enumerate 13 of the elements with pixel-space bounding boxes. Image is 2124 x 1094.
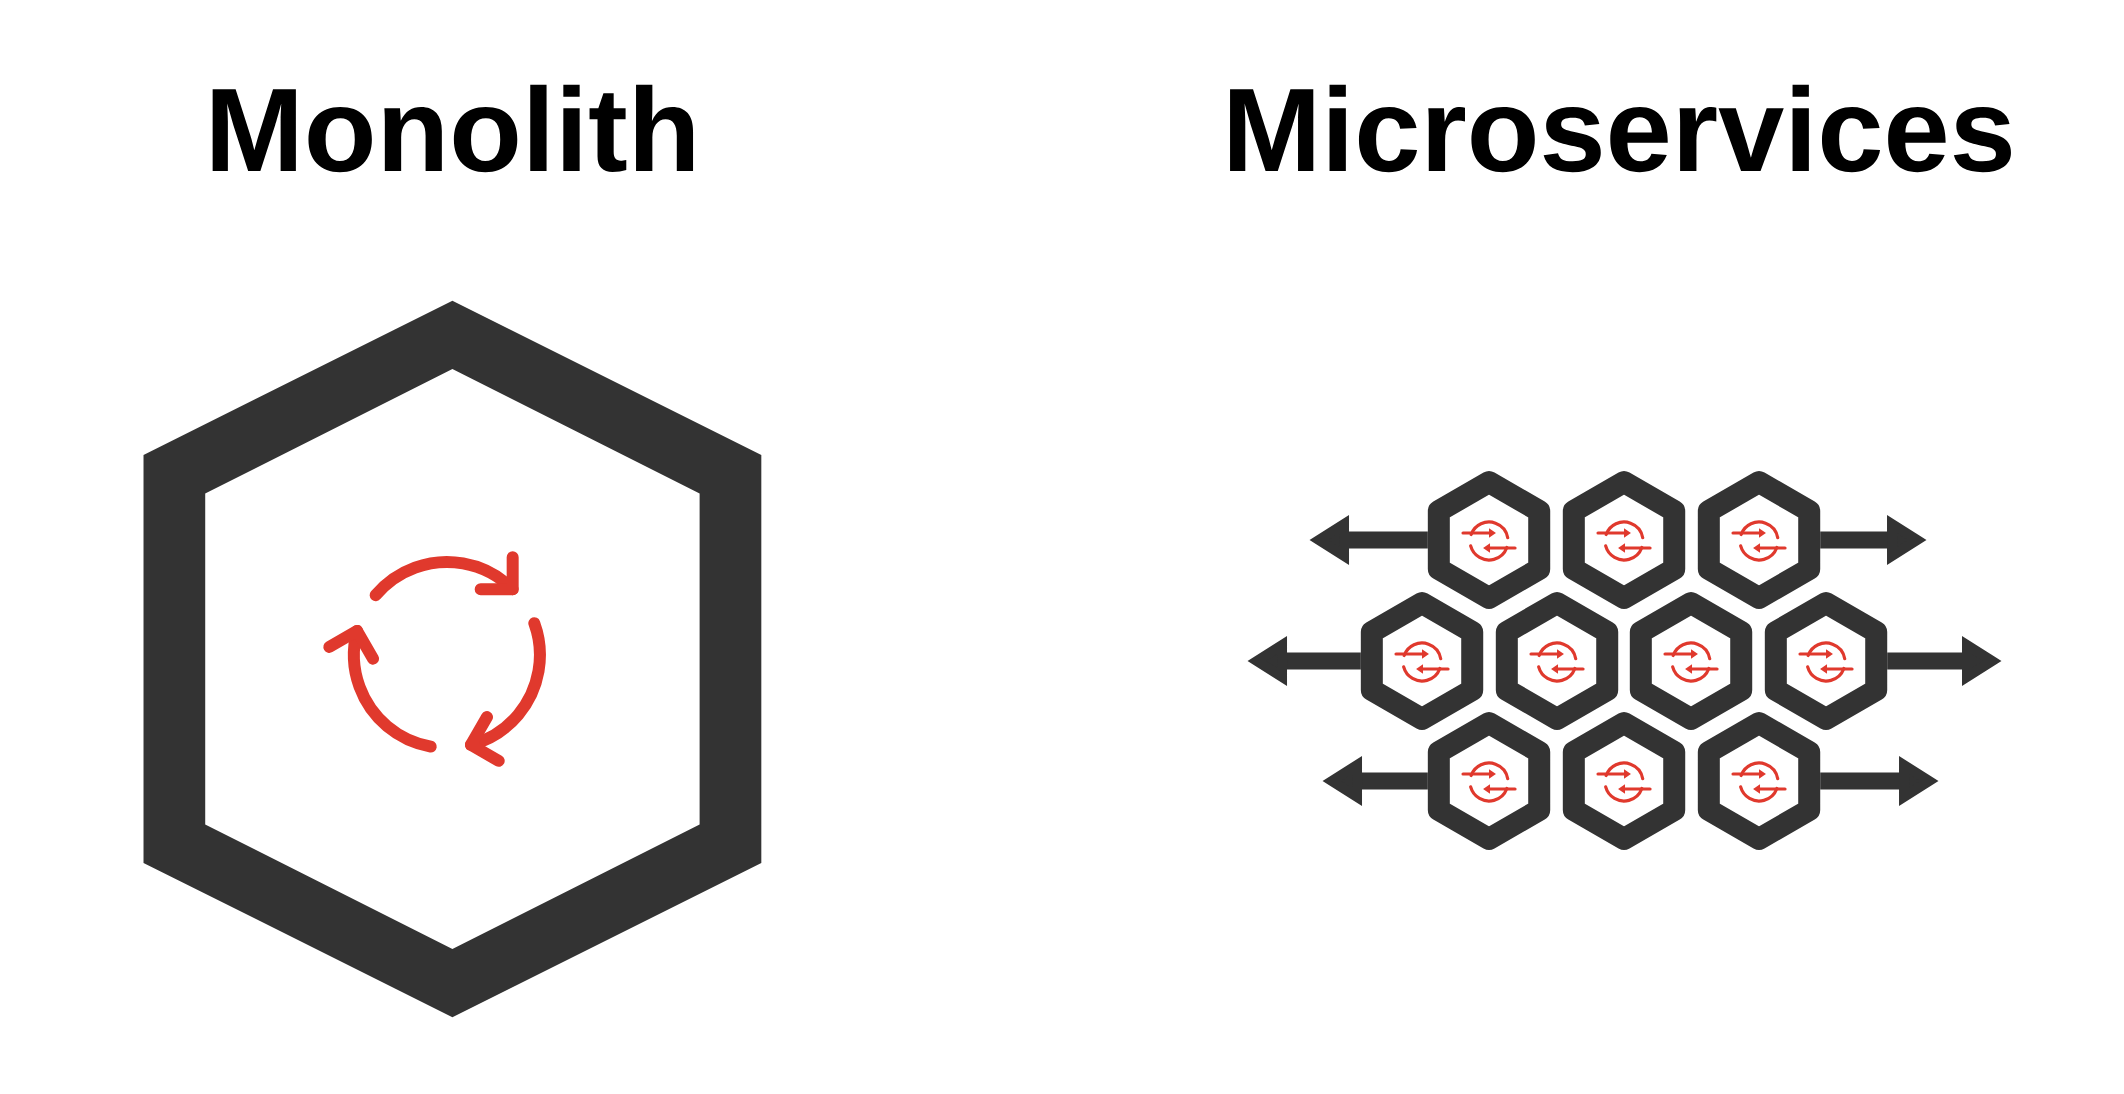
hexagon [1562, 471, 1686, 609]
heading: Microservices [1230, 84, 2011, 173]
hexagon [1697, 471, 1821, 609]
hexagon [143, 300, 762, 1018]
hexagon [1495, 592, 1619, 730]
hexagon [1427, 712, 1551, 850]
hexagon [1697, 712, 1821, 850]
hexagon [1427, 471, 1551, 609]
hexagon [1764, 592, 1888, 730]
hexagon [1629, 592, 1753, 730]
heading: Monolith [212, 84, 694, 173]
hexagon [1360, 592, 1484, 730]
hexagon [1562, 712, 1686, 850]
